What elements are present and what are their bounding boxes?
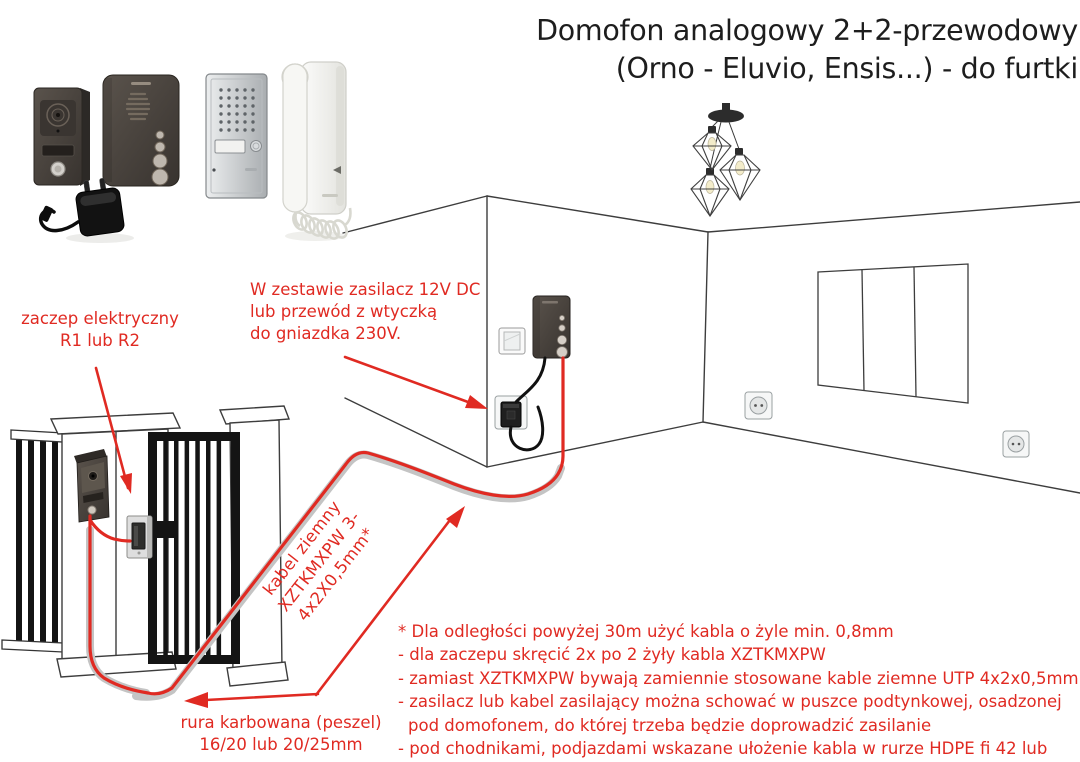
label-line: zaczep elektryczny (21, 309, 179, 328)
gate-pillar-right (218, 405, 290, 687)
fence-left (1, 429, 64, 653)
electric-strike (126, 515, 153, 559)
arrow-to-ground-cable (184, 692, 320, 708)
room-walls (342, 195, 1080, 494)
label-power-supply: W zestawie zasilacz 12V DC lub przewód z… (250, 279, 500, 345)
product-photos (33, 61, 352, 243)
gate-latch (150, 521, 177, 538)
title-line2: (Orno - Eluvio, Ensis...) - do furtki (615, 52, 1079, 85)
arrow-to-socket (343, 355, 488, 409)
note-line: - dla zaczepu skręcić 2x po 2 żyły kabla… (398, 645, 826, 665)
label-line: 16/20 lub 20/25mm (199, 735, 363, 754)
label-line: W zestawie zasilacz 12V DC (250, 280, 481, 299)
lamp-cage (692, 132, 732, 171)
notes-list: * Dla odległości powyżej 30m użyć kabla … (398, 620, 1080, 762)
title-line1: Domofon analogowy 2+2-przewodowy (536, 14, 1078, 47)
lamp-cage (690, 174, 730, 217)
handset-photo (281, 61, 352, 240)
signal-cable (88, 356, 565, 696)
note-line: * Dla odległości powyżej 30m użyć kabla … (398, 622, 894, 641)
indoor-intercom-photo (102, 74, 180, 187)
wall-intercom-unit (532, 295, 571, 359)
page-title: Domofon analogowy 2+2-przewodowy (Orno -… (536, 12, 1078, 88)
silver-doorphone-photo (205, 73, 268, 199)
wall-panels (817, 263, 969, 404)
power-adapter-photo (39, 178, 125, 237)
annotation-arrows (94, 355, 488, 708)
label-line: rura karbowana (peszel) (180, 713, 382, 732)
power-socket (744, 391, 773, 420)
label-line: do gniazdka 230V. (250, 324, 402, 343)
note-line: - zamiast XZTKMXPW bywają zamiennie stos… (398, 668, 1079, 688)
note-line: pod domofonem, do której trzeba będzie d… (408, 715, 932, 735)
label-electric-strike: zaczep elektryczny R1 lub R2 (15, 308, 185, 351)
note-line: - pod chodnikami, podjazdami wskazane uł… (398, 739, 1048, 759)
wall-socket-with-adapter (494, 395, 528, 430)
label-line: R1 lub R2 (60, 330, 140, 350)
power-socket (1002, 430, 1030, 458)
outdoor-doorphone-photo (33, 87, 90, 186)
arrow-to-wall-cable (314, 506, 465, 697)
ceiling-lamp (690, 103, 761, 217)
light-switch (498, 327, 526, 355)
lamp-cage (719, 154, 761, 201)
gate-pillar-left (49, 412, 182, 678)
arrow-to-strike (94, 366, 132, 494)
label-line: lub przewód z wtyczką (250, 302, 438, 321)
label-conduit: rura karbowana (peszel) 16/20 lub 20/25m… (178, 712, 384, 756)
note-line: - zasilacz lub kabel zasilający można sc… (398, 692, 1062, 712)
power-cable (508, 356, 547, 452)
door-station (74, 449, 110, 523)
